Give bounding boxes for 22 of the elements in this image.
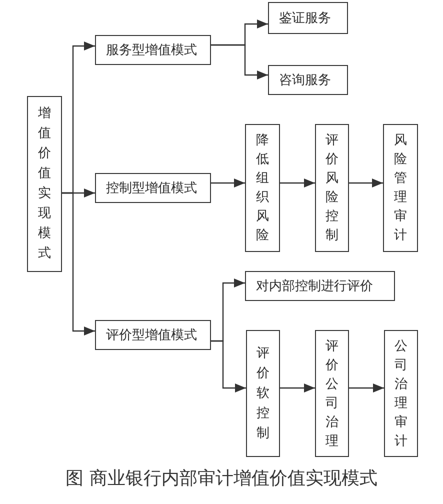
- vertical-text-box: 风险管理审计: [383, 124, 418, 252]
- vertical-text-box: 评价软控制: [246, 330, 280, 457]
- process-box: 鉴证服务: [268, 2, 348, 34]
- arrow: [280, 384, 315, 392]
- process-box: 咨询服务: [268, 65, 348, 95]
- arrow: [349, 384, 384, 392]
- arrow: [211, 44, 268, 80]
- arrow: [211, 178, 245, 188]
- caption: 图 商业银行内部审计增值价值实现模式: [64, 467, 378, 490]
- arrow: [62, 192, 95, 336]
- vertical-text-box: 评价风险控制: [315, 124, 349, 252]
- process-box: 服务型增值模式: [95, 35, 211, 65]
- vertical-text-box: 评价公司治理: [315, 330, 349, 457]
- process-box: 评价型增值模式: [95, 320, 211, 350]
- arrow: [211, 340, 246, 392]
- arrow: [280, 178, 315, 188]
- process-box: 控制型增值模式: [95, 173, 211, 203]
- vertical-text-box: 公司治理审计: [384, 330, 418, 457]
- arrow: [349, 178, 383, 188]
- vertical-text-box: 增值价值实现模式: [27, 96, 62, 272]
- process-box: 对内部控制进行评价: [245, 271, 395, 301]
- vertical-text-box: 降低组织风险: [245, 124, 280, 252]
